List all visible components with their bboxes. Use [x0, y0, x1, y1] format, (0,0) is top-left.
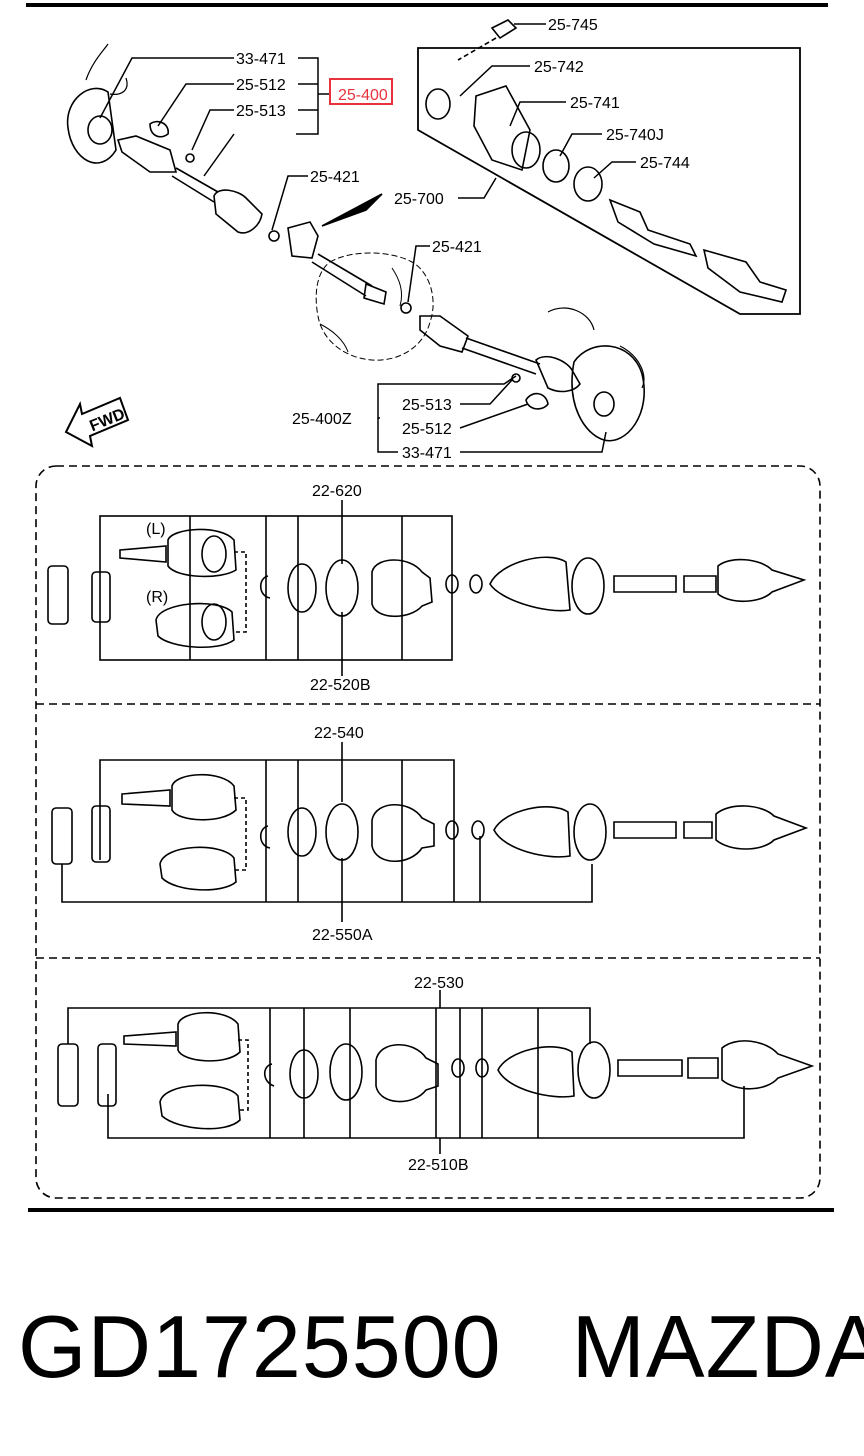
highlight-box	[329, 78, 393, 105]
intermediate-bracket	[473, 85, 531, 172]
label-25-513-top: 25-513	[236, 103, 286, 120]
label-25-741: 25-741	[570, 95, 620, 112]
transmission-outline	[315, 252, 434, 361]
label-side-R: (R)	[146, 589, 168, 606]
intermediate-shaft-box	[417, 47, 801, 315]
label-25-745: 25-745	[548, 17, 598, 34]
label-22-530: 22-530	[414, 975, 464, 992]
intermediate-shaft-end	[702, 248, 788, 303]
kit-panel-3	[57, 990, 815, 1154]
right-hub-outline	[571, 345, 645, 442]
label-25-513-bot: 25-513	[402, 397, 452, 414]
label-25-400: 25-400	[338, 87, 388, 104]
transmission-stub-a	[317, 253, 373, 287]
label-25-744: 25-744	[640, 155, 690, 172]
intermediate-bolt	[490, 19, 518, 40]
right-shaft-b	[461, 347, 537, 375]
left-inner-boot	[213, 189, 263, 234]
label-25-740J: 25-740J	[606, 127, 664, 144]
label-side-L: (L)	[146, 521, 166, 538]
kits-dashed-frame	[35, 465, 821, 1199]
part-number: GD1725500	[18, 1297, 502, 1396]
label-25-742: 25-742	[534, 59, 584, 76]
left-shaft-b	[171, 175, 215, 203]
left-hub-outline	[66, 87, 117, 164]
label-25-512-bot: 25-512	[402, 421, 452, 438]
part-caption: GD1725500 MAZDA	[18, 1292, 864, 1402]
label-25-421-a: 25-421	[310, 169, 360, 186]
brand-name: MAZDA	[571, 1297, 864, 1396]
label-22-550A: 22-550A	[312, 927, 373, 944]
transmission-flange	[287, 221, 319, 259]
label-25-700: 25-700	[394, 191, 444, 208]
direction-wedge	[321, 193, 383, 227]
fwd-arrow: FWD	[64, 396, 130, 448]
label-22-620: 22-620	[312, 483, 362, 500]
left-hub-bearing	[87, 115, 113, 145]
kit-panel-1	[47, 500, 807, 676]
exploded-view-upper	[66, 19, 801, 442]
label-22-510B: 22-510B	[408, 1157, 469, 1174]
kit-panel-2	[51, 742, 809, 922]
transmission-stub-b	[311, 261, 367, 297]
right-inner-joint	[419, 315, 469, 353]
right-clamp	[525, 392, 549, 410]
label-33-471-bot: 33-471	[402, 445, 452, 462]
bolt-guide-line	[457, 37, 497, 61]
right-hub-bearing	[593, 391, 615, 417]
right-knuckle-sketch	[547, 307, 645, 389]
intermediate-bearing-a	[511, 131, 541, 169]
left-clamp	[149, 120, 169, 138]
right-outer-boot	[535, 355, 581, 393]
leader-lines-upper	[99, 23, 636, 453]
label-22-540: 22-540	[314, 725, 364, 742]
left-shaft-a	[175, 167, 219, 193]
intermediate-bearing-b	[542, 149, 570, 183]
label-33-471-top: 33-471	[236, 51, 286, 68]
intermediate-shaft-spline	[608, 198, 698, 258]
left-clip	[268, 230, 280, 242]
transmission-detail	[319, 267, 403, 353]
left-knuckle-sketch	[85, 43, 128, 95]
left-outer-joint	[116, 135, 178, 173]
intermediate-seal	[425, 88, 451, 120]
fwd-arrow-shape	[64, 396, 130, 448]
label-25-512-top: 25-512	[236, 77, 286, 94]
right-clip	[400, 302, 412, 314]
label-25-421-b: 25-421	[432, 239, 482, 256]
transmission-stub-end	[363, 282, 387, 306]
label-25-400Z: 25-400Z	[292, 411, 352, 428]
left-nut-small	[185, 153, 195, 163]
intermediate-snap-ring	[573, 166, 603, 202]
label-22-520B: 22-520B	[310, 677, 371, 694]
right-shaft-a	[465, 337, 541, 365]
